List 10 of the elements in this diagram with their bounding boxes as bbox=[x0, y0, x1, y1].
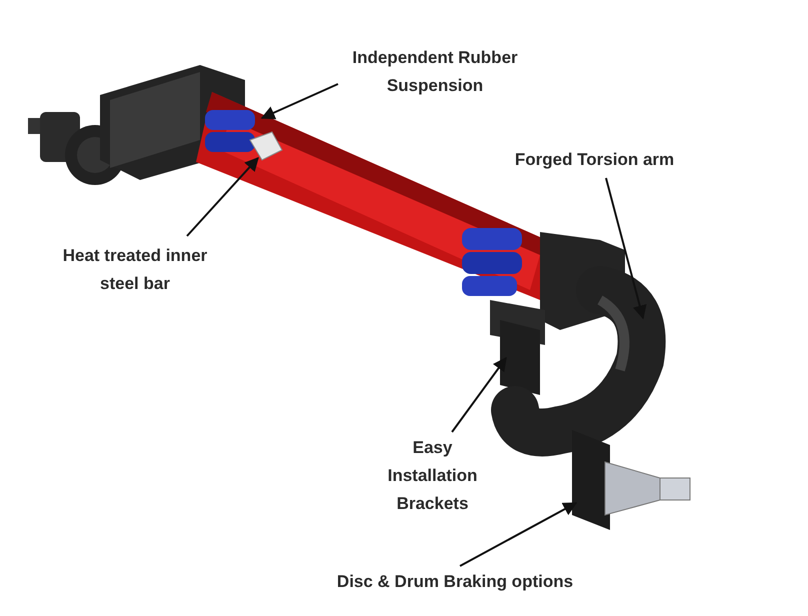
callout-text: Disc & Drum Braking options bbox=[336, 571, 574, 593]
callout-text: Heat treated inner steel bar bbox=[62, 245, 208, 295]
leader-arrow bbox=[186, 156, 259, 237]
callout-text: Easy Installation Brackets bbox=[386, 437, 478, 515]
leader-arrow bbox=[451, 356, 507, 433]
callout-text: Independent Rubber Suspension bbox=[351, 47, 519, 97]
leader-arrow bbox=[605, 178, 647, 320]
leader-arrow bbox=[260, 83, 338, 120]
callout-text: Forged Torsion arm bbox=[514, 149, 676, 171]
leader-arrow bbox=[460, 502, 578, 567]
